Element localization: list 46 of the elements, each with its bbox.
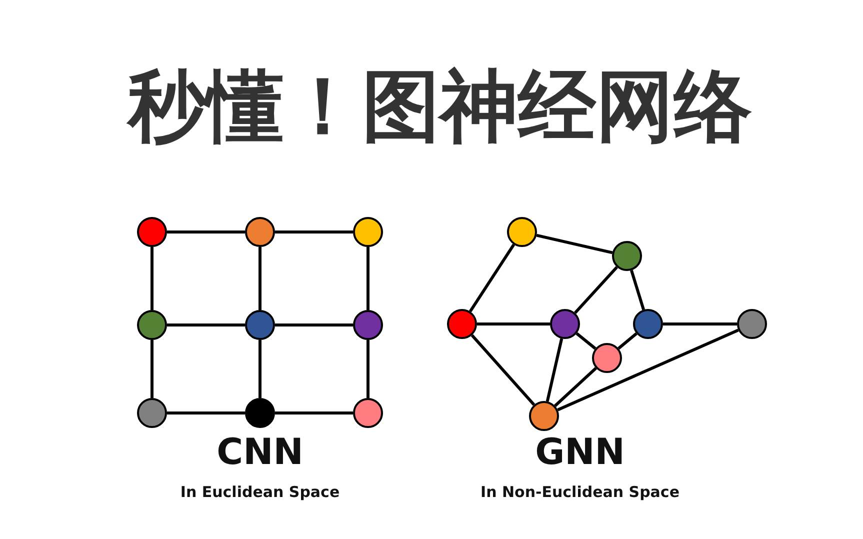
circle-node: [137, 217, 167, 247]
connector-line: [150, 340, 154, 398]
connector-line: [275, 324, 353, 326]
circle-node: [592, 343, 622, 373]
connector-line: [468, 244, 516, 312]
subtitle: In Euclidean Space: [180, 483, 340, 501]
connector-line: [167, 412, 245, 414]
circle-node: [245, 217, 275, 247]
circle-node: [612, 241, 642, 271]
circle-node: [137, 310, 167, 340]
connector-line: [557, 328, 739, 412]
connector-line: [366, 247, 370, 310]
connector-line: [546, 338, 564, 402]
connector-line: [574, 266, 618, 314]
diagram-label: CNN: [216, 432, 304, 473]
connector-line: [150, 247, 154, 310]
connector-line: [536, 234, 613, 254]
circle-node: [447, 309, 477, 339]
connector-line: [275, 230, 353, 234]
circle-node: [737, 309, 767, 339]
connector-line: [576, 332, 596, 350]
connector-line: [663, 322, 737, 326]
circle-node: [633, 309, 663, 339]
connector-line: [366, 340, 370, 398]
circle-node: [353, 398, 383, 428]
circle-node: [137, 398, 167, 428]
title: 秒懂！图神经网络: [128, 61, 752, 154]
connector-line: [275, 412, 353, 414]
circle-node: [507, 217, 537, 247]
circle-node: [529, 401, 559, 431]
circle-node: [245, 310, 275, 340]
diagram-label: GNN: [535, 432, 625, 473]
connector-line: [167, 324, 245, 326]
connector-line: [477, 322, 550, 326]
connector-line: [470, 334, 536, 406]
subtitle: In Non-Euclidean Space: [480, 483, 680, 501]
connector-line: [258, 340, 262, 398]
circle-node: [245, 398, 275, 428]
connector-line: [630, 270, 645, 310]
connector-line: [618, 332, 638, 350]
connector-line: [258, 247, 262, 310]
connector-line: [167, 230, 245, 234]
circle-node: [353, 310, 383, 340]
circle-node: [550, 309, 580, 339]
connector-line: [554, 367, 597, 407]
circle-node: [353, 217, 383, 247]
